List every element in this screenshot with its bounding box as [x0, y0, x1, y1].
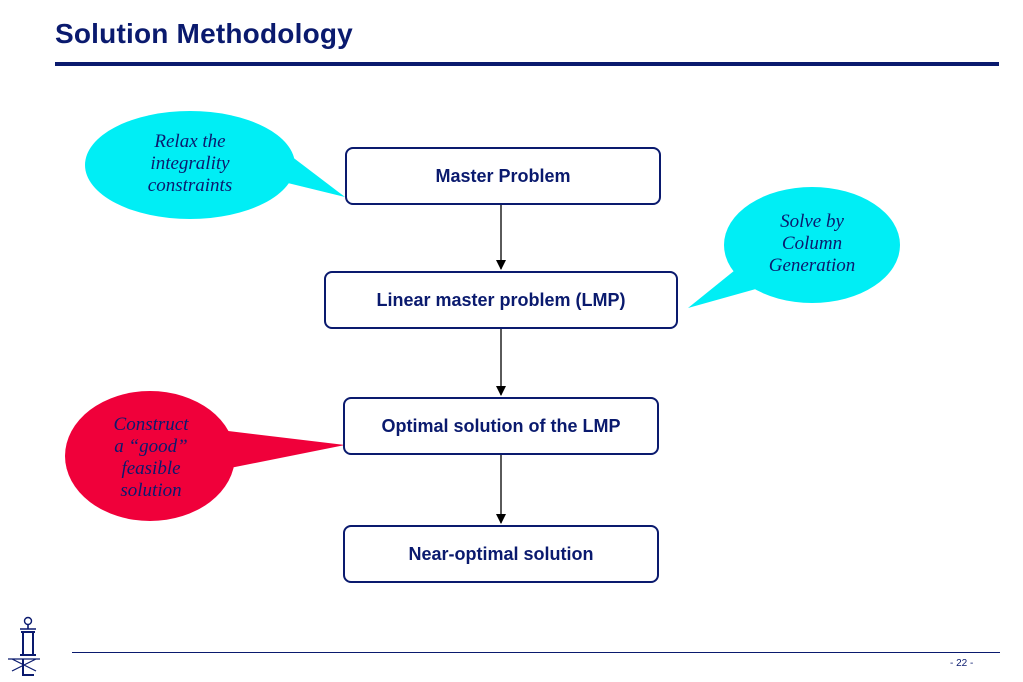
callout-construct-line: solution — [120, 480, 182, 501]
node-label: Near-optimal solution — [408, 543, 594, 564]
node-label: Master Problem — [435, 165, 571, 186]
callout-column-generation-shape — [688, 187, 900, 308]
node-near-optimal-solution: Near-optimal solution — [343, 525, 659, 583]
node-label: Linear master problem (LMP) — [376, 289, 626, 310]
title-divider — [55, 62, 999, 66]
callout-relax-line: Relax the — [154, 131, 226, 152]
institution-logo-icon — [8, 616, 40, 676]
node-label: Optimal solution of the LMP — [381, 415, 621, 436]
node-master-problem: Master Problem — [345, 147, 661, 205]
callout-column-generation-line: Column — [781, 233, 843, 254]
node-optimal-solution-lmp: Optimal solution of the LMP — [343, 397, 659, 455]
callout-relax-line: integrality — [150, 153, 230, 174]
callout-relax-shape — [85, 111, 345, 219]
callout-column-generation-line: Solve by — [780, 211, 844, 232]
node-linear-master-problem: Linear master problem (LMP) — [324, 271, 678, 329]
page-number: - 22 - — [950, 658, 974, 669]
callout-column-generation-line: Generation — [768, 255, 856, 276]
callout-construct-line: feasible — [121, 458, 181, 479]
callout-construct-line: a “good” — [114, 436, 188, 457]
callout-construct-line: Construct — [113, 414, 189, 435]
callout-construct-text: Construct a “good” feasible solution — [80, 404, 222, 512]
callout-construct-shape — [65, 391, 345, 521]
footer-divider — [72, 652, 1000, 653]
callout-relax-line: constraints — [147, 175, 233, 196]
page-title: Solution Methodology — [55, 18, 353, 49]
callout-relax-text: Relax the integrality constraints — [105, 118, 275, 210]
callout-column-generation-text: Solve by Column Generation — [735, 198, 889, 290]
